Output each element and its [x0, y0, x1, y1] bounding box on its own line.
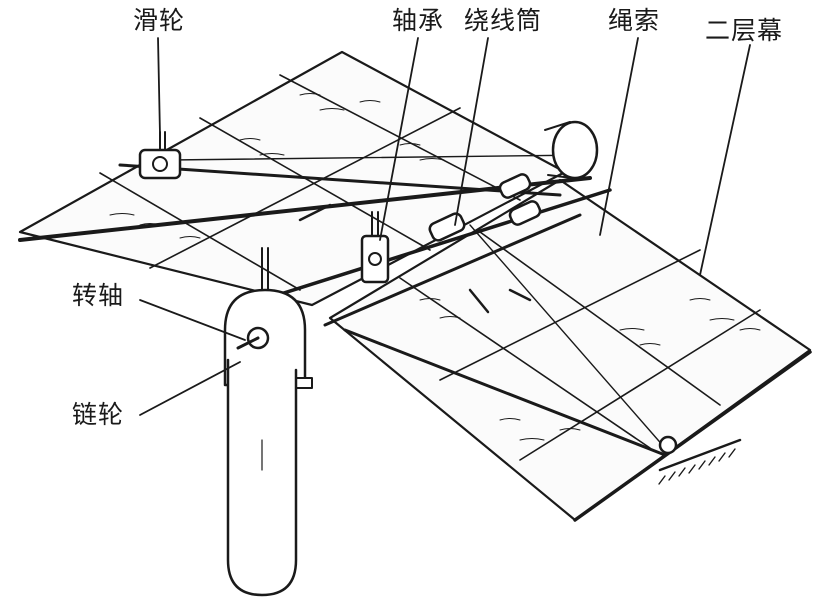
pulley-label: 滑轮 — [133, 6, 186, 35]
ground-support-icon — [658, 435, 742, 485]
rods — [18, 163, 812, 522]
roll-cylinder-icon — [544, 120, 599, 180]
rotating-shaft-label: 转轴 — [72, 281, 125, 310]
winding-drum-label: 绕线筒 — [464, 6, 543, 35]
lower-curtain-panel — [328, 178, 812, 522]
sprocket-icon — [223, 247, 313, 389]
second-layer-curtain-label: 二层幕 — [705, 16, 784, 45]
sprocket-label: 链轮 — [72, 400, 125, 429]
upper-curtain-panel — [18, 50, 567, 307]
direction-arrows — [298, 203, 532, 314]
leader-lines — [139, 37, 751, 416]
pulley-icon — [138, 131, 182, 180]
rope-lines — [169, 154, 666, 449]
rope-label: 绳索 — [608, 6, 661, 35]
chain-loop — [226, 358, 298, 597]
bearing-icon — [360, 211, 390, 284]
bearing-label: 轴承 — [392, 6, 445, 35]
